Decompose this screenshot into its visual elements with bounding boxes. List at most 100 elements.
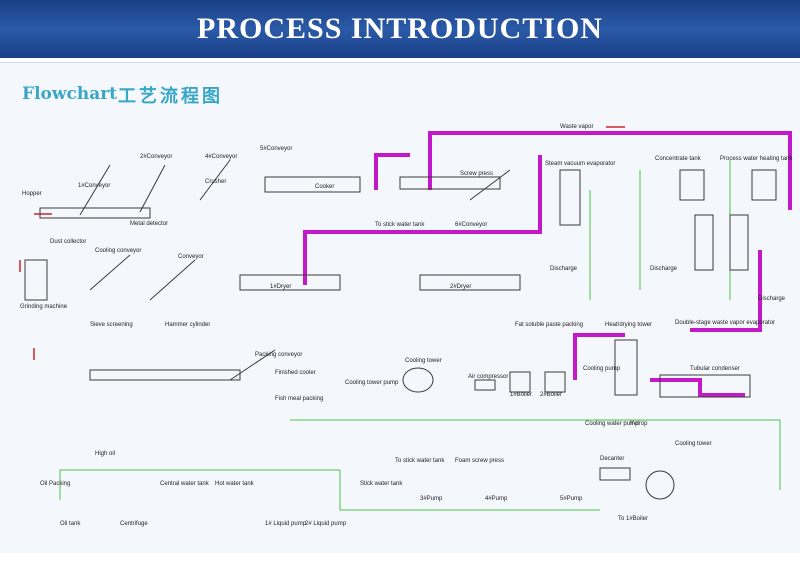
label-stick-water-tank: Stick water tank: [360, 481, 403, 487]
air-compressor: [474, 379, 496, 391]
label-y-drop: Y-drop: [630, 421, 648, 427]
label-conveyor-2: 2#Conveyor: [140, 154, 172, 160]
label-boiler-2: 2#Boiler: [540, 392, 562, 398]
tubular-condenser: [659, 374, 751, 398]
label-hammer: Hammer cylinder: [165, 322, 210, 328]
label-cooling-tower-2: Cooling tower: [675, 441, 712, 447]
label-to-stick-water: To stick water tank: [375, 222, 425, 228]
title-banner: PROCESS INTRODUCTION: [0, 0, 800, 58]
heat-tower: [614, 339, 638, 396]
label-concentrate: Concentrate tank: [655, 156, 702, 162]
cooler: [89, 369, 241, 381]
conveyor-3: [199, 159, 231, 201]
double-evaporator-b: [729, 214, 749, 271]
cooling-tower-2: [645, 470, 675, 500]
screw-press: [399, 176, 501, 190]
label-decanter: Decanter: [600, 456, 624, 462]
decanter: [599, 467, 631, 481]
flowchart-heading-zh: 工艺流程图: [118, 86, 223, 107]
label-dust-collector: Dust collector: [50, 239, 86, 245]
cooling-tower-unit: [402, 367, 434, 393]
label-oil-packing: Oil Packing: [40, 481, 70, 487]
label-discharge-1: Discharge: [550, 266, 578, 272]
label-conveyor-1: 1#Conveyor: [78, 183, 110, 189]
label-sieve: Sieve screening: [90, 322, 133, 328]
label-metal-detector: Metal detector: [130, 221, 168, 227]
label-fat-packing: Fat soluble paste packing: [515, 322, 583, 328]
label-conveyor-4: 4#Conveyor: [205, 154, 237, 160]
label-cooling-water-pump: Cooling water pump: [585, 421, 639, 427]
conveyor-2: [139, 164, 166, 213]
label-central-water: Central water tank: [160, 481, 210, 487]
boiler-2: [544, 371, 566, 393]
dryer-2: [419, 274, 521, 291]
label-dryer-1: 1#Dryer: [270, 284, 291, 290]
heating-tank: [751, 169, 777, 201]
water-line-2: [59, 469, 340, 500]
label-screw-press: Screw press: [460, 171, 493, 177]
equipment-labels: Hopper 1#Conveyor 2#Conveyor 4#Conveyor …: [20, 124, 793, 527]
flowchart-heading: Flowchart: [22, 84, 118, 104]
label-cooker: Cooker: [315, 184, 334, 190]
label-liquid-pump-2: 2# Liquid pump: [305, 521, 347, 527]
label-centrifuge: Centrifuge: [120, 521, 148, 527]
pipe-dryer: [303, 155, 542, 285]
water-line-3: [339, 470, 600, 511]
feed-arrows: [19, 126, 625, 360]
pipe-right-drop: [690, 250, 762, 332]
pipe-boiler: [573, 333, 625, 380]
concentrate-tank: [679, 169, 705, 201]
label-discharge-2: Discharge: [650, 266, 678, 272]
label-oil-tank: Oil tank: [60, 521, 81, 527]
steam-pipes: [303, 131, 792, 397]
label-liquid-pump-1: 1# Liquid pump: [265, 521, 307, 527]
diagram-panel: [0, 62, 800, 553]
boiler-1: [509, 371, 531, 393]
hopper-conveyor: [39, 207, 151, 219]
pipe-condenser: [650, 378, 745, 397]
label-waste-vapor: Waste vapor: [560, 124, 593, 130]
label-hopper: Hopper: [22, 191, 42, 197]
label-tubular-condenser: Tubular condenser: [690, 366, 740, 372]
cooker: [264, 176, 361, 193]
label-dryer-2: 2#Dryer: [450, 284, 471, 290]
label-double-effect: Double-stage waste vapor evaporator: [675, 320, 775, 326]
conveyor-5: [469, 169, 511, 201]
page-title: PROCESS INTRODUCTION: [197, 12, 603, 45]
packing-conveyor: [229, 349, 276, 381]
label-cooling-pump: Cooling pump: [583, 366, 621, 372]
label-foam-screw: Foam screw press: [455, 458, 504, 464]
label-pump-5: 5#Pump: [560, 496, 583, 502]
double-evaporator-a: [694, 214, 714, 271]
label-water-heating: Process water heating tank: [720, 156, 793, 162]
label-grinding: Grinding machine: [20, 304, 68, 310]
mill: [24, 259, 48, 301]
label-heat-tower: Heat/drying tower: [605, 322, 652, 328]
label-hot-water: Hot water tank: [215, 481, 255, 487]
conveyor-pipe: [149, 259, 196, 301]
conveyor-1: [79, 164, 111, 216]
pipe-left-loop: [374, 153, 410, 190]
label-discharge-3: Discharge: [758, 296, 786, 302]
label-cooling-conveyor: Cooling conveyor: [95, 248, 141, 254]
label-conveyor-5: 5#Conveyor: [260, 146, 292, 152]
evaporator-tank: [559, 169, 581, 226]
pipe-top: [428, 131, 792, 210]
label-steam-evaporator: Steam vacuum evaporator: [545, 161, 615, 167]
label-cooling-tower: Cooling tower: [405, 358, 442, 364]
label-conveyor-pipe: Conveyor: [178, 254, 204, 260]
label-boiler-1: 1#Boiler: [510, 392, 532, 398]
label-high-oil: High oil: [95, 451, 115, 457]
dryer-1: [239, 274, 341, 291]
label-air-compressor: Air compressor: [468, 374, 508, 380]
label-to-stick-water-2: To stick water tank: [395, 458, 445, 464]
equipment: [24, 159, 777, 500]
label-conveyor-6: 6#Conveyor: [455, 222, 487, 228]
cooling-conveyor: [89, 254, 131, 291]
label-to-boiler: To 1#Boiler: [618, 516, 648, 522]
label-pump-4: 4#Pump: [485, 496, 508, 502]
label-finished-cooler: Finished cooler: [275, 370, 316, 376]
label-pump-3: 3#Pump: [420, 496, 443, 502]
label-crusher: Crusher: [205, 179, 226, 185]
